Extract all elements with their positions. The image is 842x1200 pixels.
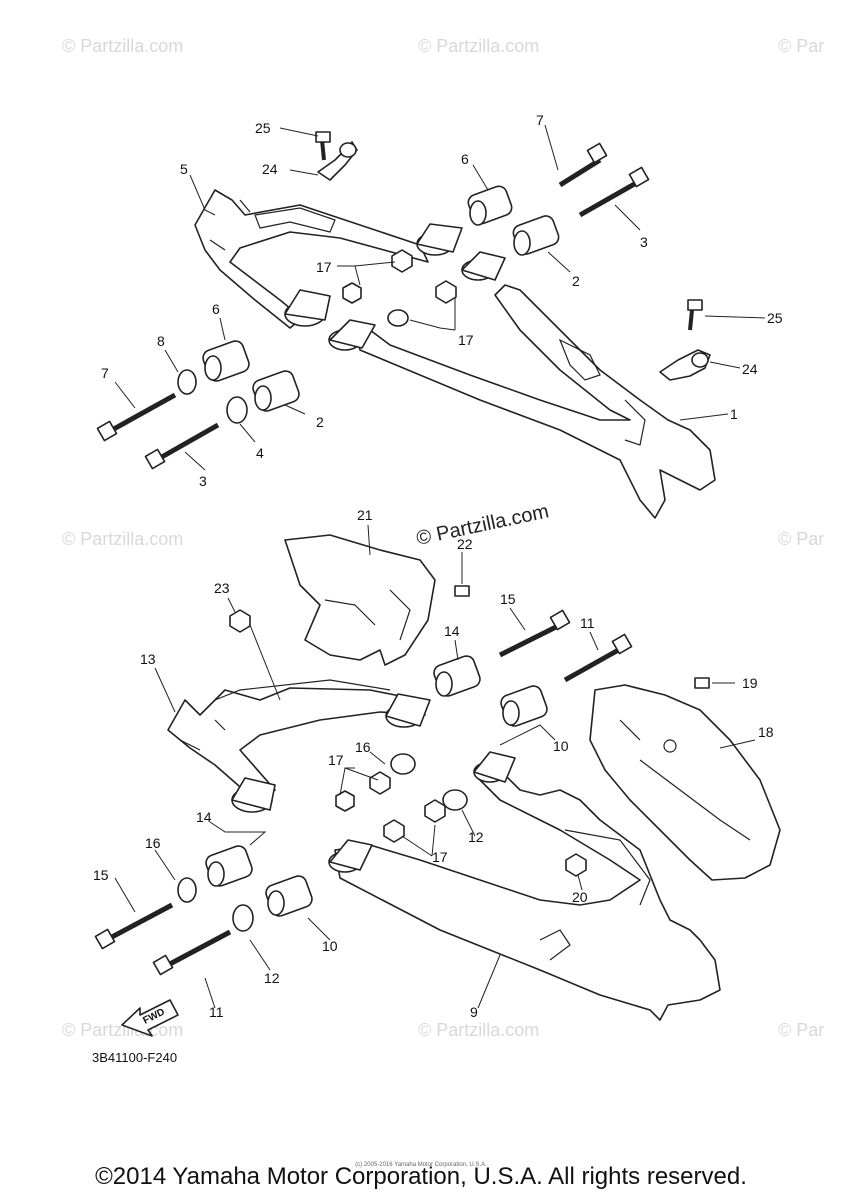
- bolt-11-top: [611, 633, 633, 655]
- callout-7: 7: [536, 112, 544, 128]
- callout-16: 16: [145, 835, 161, 851]
- callout-5: 5: [180, 161, 188, 177]
- callout-12: 12: [468, 829, 484, 845]
- lower-arm-assembly: [167, 679, 721, 1021]
- leader-lines: [114, 124, 766, 1009]
- bolt-15-top: [549, 609, 571, 631]
- washer-16-left: [177, 877, 197, 903]
- diagram-code: 3B41100-F240: [92, 1050, 177, 1065]
- callout-17: 17: [316, 259, 332, 275]
- callout-24: 24: [262, 161, 278, 177]
- callout-1: 1: [730, 406, 738, 422]
- bolt-3-top: [628, 166, 650, 188]
- callout-17: 17: [432, 849, 448, 865]
- callout-22: 22: [457, 536, 473, 552]
- watermark-center: © Partzilla.com: [414, 500, 550, 550]
- nut-17-lower-b: [335, 790, 355, 812]
- small-copyright-note: (c) 2005-2016 Yamaha Motor Corporation, …: [355, 1162, 487, 1168]
- callout-9: 9: [470, 1004, 478, 1020]
- bolt-15-left: [94, 928, 116, 950]
- callout-15: 15: [93, 867, 109, 883]
- guard-18: [589, 684, 781, 881]
- nut-17-mid: [342, 282, 362, 304]
- callout-25: 25: [255, 120, 271, 136]
- washer-8: [177, 369, 197, 395]
- callout-11: 11: [580, 615, 595, 631]
- bolt-19: [694, 677, 710, 689]
- callout-18: 18: [758, 724, 774, 740]
- washer-12-right: [442, 789, 468, 811]
- clamp-24-25-right: [659, 299, 711, 381]
- callout-6: 6: [212, 301, 220, 317]
- callout-13: 13: [140, 651, 156, 667]
- watermark: © Partzilla.com: [62, 36, 183, 56]
- watermark: © Par: [778, 1020, 824, 1040]
- nut-17-low: [387, 309, 409, 327]
- bolt-25-top: [315, 131, 331, 143]
- upper-bolts: [96, 142, 650, 470]
- washer-4: [226, 396, 248, 424]
- watermark: © Partzilla.com: [418, 1020, 539, 1040]
- bolt-25-right: [687, 299, 703, 311]
- callout-24: 24: [742, 361, 758, 377]
- callout-19: 19: [742, 675, 758, 691]
- callout-23: 23: [214, 580, 230, 596]
- upper-arm-left-frame: [194, 189, 429, 329]
- nut-17-right: [435, 280, 457, 304]
- upper-arm-assembly: [194, 189, 716, 519]
- bolt-7-top: [586, 142, 608, 164]
- callout-17: 17: [328, 752, 344, 768]
- callout-7: 7: [101, 365, 109, 381]
- watermark: © Partzilla.com: [62, 1020, 183, 1040]
- watermark: © Par: [778, 529, 824, 549]
- callout-14: 14: [196, 809, 212, 825]
- nut-17-lower-d: [383, 819, 405, 843]
- lower-arm-right-frame: [334, 764, 721, 1021]
- bolt-7-left: [96, 420, 118, 442]
- watermark: © Par: [778, 36, 824, 56]
- callout-12: 12: [264, 970, 280, 986]
- callout-numbers: 25 24 5 6 7 3 2 17 17 25 24 1 6 8 7 2 4 …: [93, 112, 783, 1020]
- callout-15: 15: [500, 591, 516, 607]
- callout-6: 6: [461, 151, 469, 167]
- callout-2: 2: [316, 414, 324, 430]
- watermark: © Partzilla.com: [418, 36, 539, 56]
- nut-17-lower-a: [369, 771, 391, 795]
- callout-10: 10: [322, 938, 338, 954]
- guard-21: [284, 534, 436, 666]
- lower-bushings: [205, 655, 548, 917]
- upper-bushings: [202, 185, 560, 412]
- bolt-11-left: [152, 954, 174, 976]
- callout-2: 2: [572, 273, 580, 289]
- callout-3: 3: [199, 473, 207, 489]
- upper-hardware: [177, 249, 457, 424]
- callout-17: 17: [458, 332, 474, 348]
- callout-25: 25: [767, 310, 783, 326]
- nut-23: [229, 609, 251, 633]
- lower-bolts: [94, 609, 633, 976]
- callout-3: 3: [640, 234, 648, 250]
- nut-17-lower-c: [424, 799, 446, 823]
- fwd-arrow: FWD: [121, 999, 179, 1037]
- nut-20: [565, 853, 587, 877]
- copyright-footer: ©2014 Yamaha Motor Corporation, U.S.A. A…: [95, 1163, 747, 1190]
- washer-16-top: [390, 753, 416, 775]
- bolt-22: [454, 585, 470, 597]
- nut-17-top: [391, 249, 413, 273]
- watermark: © Partzilla.com: [62, 529, 183, 549]
- callout-4: 4: [256, 445, 264, 461]
- lower-hardware: [177, 585, 710, 932]
- callout-11: 11: [209, 1004, 224, 1020]
- callout-21: 21: [357, 507, 373, 523]
- clamp-24-25-top: [315, 131, 358, 181]
- upper-arm-right-frame: [354, 284, 716, 519]
- callout-20: 20: [572, 889, 588, 905]
- washer-12-left: [232, 904, 254, 932]
- callout-16: 16: [355, 739, 371, 755]
- callout-10: 10: [553, 738, 569, 754]
- callout-8: 8: [157, 333, 165, 349]
- callout-14: 14: [444, 623, 460, 639]
- bolt-3-left: [144, 448, 166, 470]
